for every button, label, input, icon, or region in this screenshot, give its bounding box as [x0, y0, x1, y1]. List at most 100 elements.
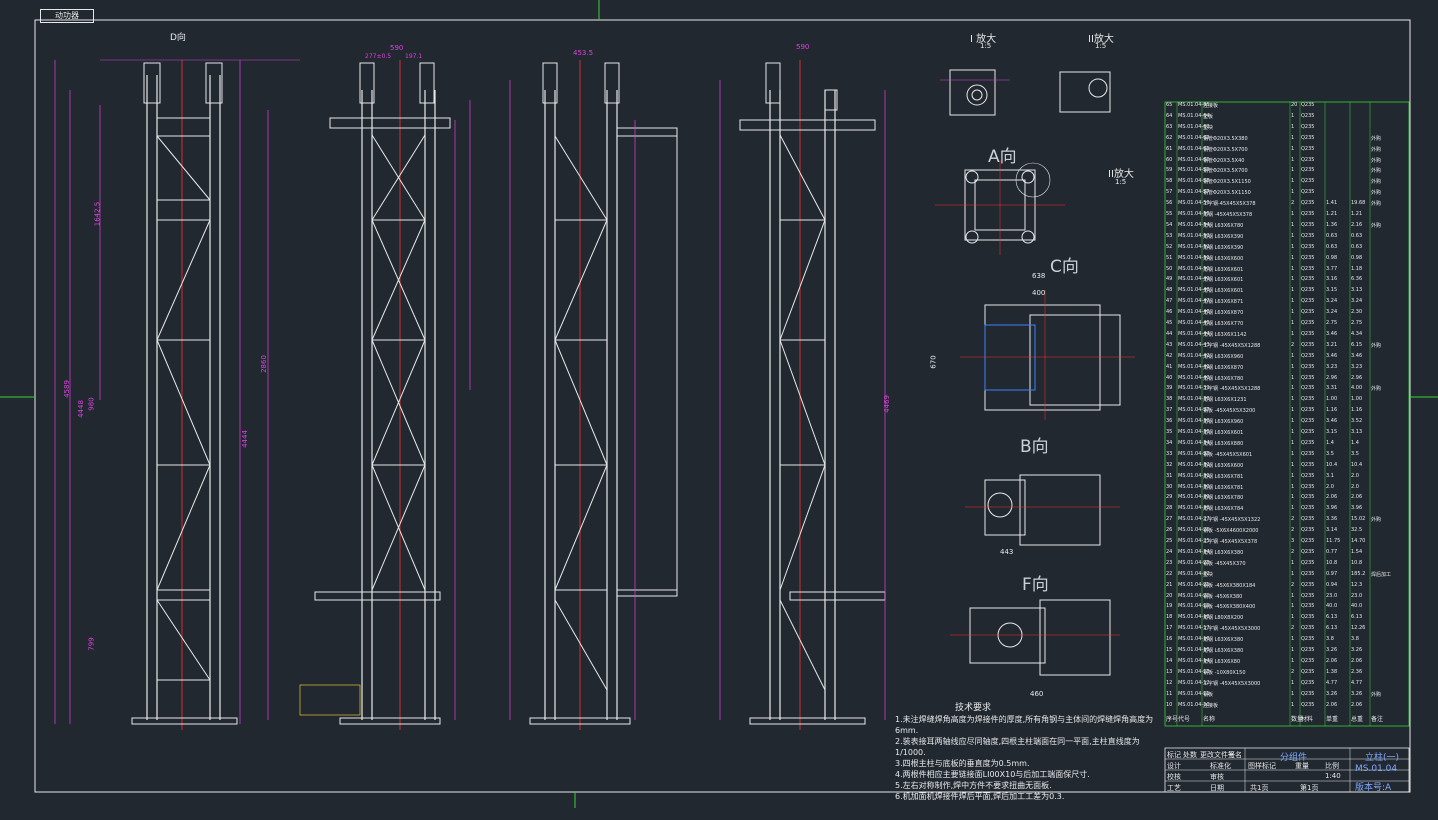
bom-cell: Q235 [1301, 298, 1315, 305]
bom-cell: 3.26 [1351, 647, 1363, 653]
bom-cell: 2.75 [1351, 320, 1363, 326]
bom-cell: 47 [1166, 298, 1173, 305]
bom-cell: 45 [1166, 320, 1173, 326]
bom-cell: 3.31 [1326, 385, 1338, 392]
bom-cell: 3.16 [1326, 276, 1338, 283]
bom-cell: 26 [1166, 527, 1173, 534]
bom-cell: 1 [1291, 396, 1295, 403]
bom-cell: 62 [1166, 134, 1173, 141]
bom-cell: 3.24 [1326, 309, 1338, 316]
bom-cell: Q235 [1301, 407, 1315, 414]
bom-cell: 43 [1166, 341, 1173, 348]
bom-cell: Q235 [1301, 243, 1315, 250]
bom-cell: 角钢 L63X6X781 [1203, 473, 1244, 480]
bom-cell: 0.63 [1351, 243, 1363, 250]
title-change-no: 更改文件号 [1200, 751, 1235, 759]
bom-cell: Q235 [1301, 614, 1315, 621]
dim-side-height2: 4469 [882, 395, 891, 413]
bom-cell: Q235 [1301, 167, 1315, 174]
bom-cell: MS.01.04-25 [1178, 538, 1210, 544]
bom-cell: Q235 [1301, 647, 1315, 653]
bom-cell: Q235 [1301, 592, 1315, 599]
bom-cell: 6.36 [1351, 276, 1363, 283]
bom-cell: 钢管Φ20X3.5X700 [1203, 168, 1248, 175]
bom-cell: MS.01.04-56 [1178, 200, 1210, 207]
bom-cell: 3.36 [1326, 516, 1338, 523]
bom-cell: Q235 [1301, 178, 1315, 185]
bom-cell: 角钢 L63X6X1231 [1203, 397, 1247, 404]
bom-cell: 连接板 [1203, 103, 1219, 109]
bom-cell: MS.01.04-18 [1178, 614, 1210, 621]
bom-cell: 钢板 -10X80X150 [1203, 669, 1246, 676]
bom-cell: MS.01.04-57 [1178, 189, 1210, 196]
bom-cell: 外购 [1371, 168, 1382, 175]
bom-cell: Q235 [1301, 418, 1315, 425]
bom-cell: 40.0 [1351, 603, 1363, 610]
bom-cell: 10.4 [1351, 461, 1363, 468]
bom-cell: 42 [1166, 352, 1173, 359]
bom-cell: 0.94 [1326, 581, 1338, 588]
bom-cell: 1.38 [1326, 668, 1338, 675]
bom-cell: 61 [1166, 145, 1173, 152]
bom-cell: 0.63 [1351, 232, 1363, 239]
bom-cell: MS.01.04-62 [1178, 134, 1210, 141]
bom-cell: MS.01.04-60 [1178, 156, 1210, 163]
bom-cell: Q235 [1301, 668, 1315, 675]
bom-cell: MS.01.04-24 [1178, 548, 1210, 555]
bom-cell: 33 [1166, 450, 1173, 457]
bom-cell: 1.16 [1326, 407, 1338, 414]
c-view-title: C向 [1050, 257, 1079, 277]
bom-cell: 19 [1166, 603, 1173, 610]
bom-cell: 51 [1166, 254, 1173, 261]
tech-note-line: 3.四根主柱与底板的垂直度为0.5mm. [895, 759, 1030, 768]
bom-cell: 38 [1166, 396, 1173, 403]
bom-cell: 外购 [1371, 190, 1382, 197]
bom-cell: 64 [1166, 112, 1173, 119]
bom-cell: MS.01.04-22 [1178, 570, 1210, 577]
bom-cell: 37 [1166, 407, 1173, 414]
dim-front-main: 4448 [76, 400, 85, 418]
bom-cell: Q235 [1301, 548, 1315, 555]
bom-cell: Q235 [1301, 254, 1315, 261]
bom-cell: 6.13 [1326, 614, 1338, 621]
bom-cell: 6.13 [1326, 625, 1338, 632]
bom-cell: 1 [1291, 232, 1295, 239]
bom-cell: 工字钢-45X45X5X378 [1203, 201, 1256, 208]
bom-cell: 3.8 [1326, 636, 1334, 643]
bom-cell: 58 [1166, 178, 1173, 185]
bom-cell: 角钢 L63X6X880 [1203, 440, 1244, 447]
bom-cell: MS.01.04-37 [1178, 407, 1210, 414]
bom-cell: 1.00 [1351, 396, 1363, 403]
bom-cell: 角钢 L63X6X601 [1203, 277, 1244, 284]
bom-cell: 1 [1291, 309, 1295, 316]
bom-cell: Q235 [1301, 701, 1315, 708]
bom-cell: 钢管Φ20X3.5X1150 [1203, 190, 1251, 197]
bom-cell: 28 [1166, 505, 1173, 512]
bom-cell: Q235 [1301, 156, 1315, 163]
bom-cell: MS.01.04-58 [1178, 178, 1210, 185]
bom-cell: 钢管Φ20X3.5X380 [1203, 135, 1248, 142]
bom-cell: 13 [1166, 668, 1173, 675]
front-elevation-view [54, 59, 300, 730]
bom-cell: Q235 [1301, 341, 1315, 348]
bom-cell: 2.06 [1326, 657, 1338, 664]
drawing-tab-label[interactable]: 动功器 [40, 9, 94, 23]
bom-cell: Q235 [1301, 450, 1315, 457]
bom-header-cell: 备注 [1371, 716, 1384, 723]
bom-cell: 3.46 [1326, 418, 1338, 425]
detail-3-title: II放大 [1108, 169, 1134, 180]
bom-cell: 18 [1166, 614, 1173, 621]
bom-cell: Q235 [1301, 657, 1315, 664]
bom-cell: 1.21 [1351, 211, 1363, 217]
bom-cell: MS.01.04-59 [1178, 167, 1210, 174]
bom-cell: 角钢 L63X6X784 [1203, 506, 1244, 513]
bom-cell: 工字钢 -45X45X5X1288 [1203, 342, 1261, 349]
bom-cell: 1 [1291, 418, 1295, 425]
bom-cell: 1 [1291, 647, 1295, 653]
bom-cell: MS.01.04-44 [1178, 330, 1210, 337]
bom-cell: 0.98 [1326, 254, 1338, 261]
bom-cell: 44 [1166, 330, 1173, 337]
bom-cell: 23 [1166, 559, 1173, 566]
